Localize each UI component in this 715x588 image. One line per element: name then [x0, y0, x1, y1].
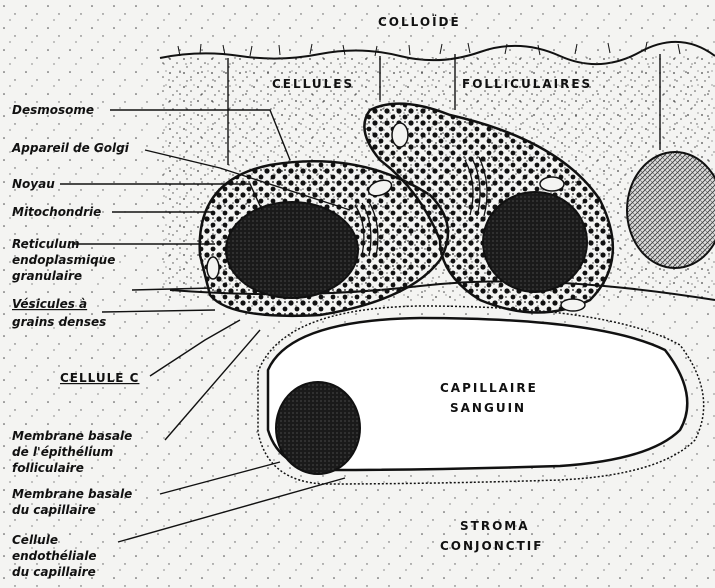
caption-follicular: FOLLICULAIRES [462, 77, 592, 91]
caption-connective: CONJONCTIF [440, 539, 543, 553]
label-vesicles: Vésicules à [12, 297, 87, 311]
label-epithelium-membrane-2: de l'épithélium [12, 445, 113, 459]
endothelial-nucleus [276, 382, 360, 474]
label-capillary-membrane: Membrane basale [12, 487, 132, 501]
label-endothelial-3: du capillaire [12, 565, 96, 579]
follicular-cell-nucleus [627, 152, 715, 268]
label-c-cell: CELLULE C [60, 371, 139, 385]
c-cell-nucleus-left [226, 202, 358, 298]
label-mitochondria: Mitochondrie [12, 205, 101, 219]
label-desmosome: Desmosome [12, 103, 94, 117]
caption-colloid: COLLOÏDE [378, 14, 461, 29]
label-capillary-membrane-2: du capillaire [12, 503, 96, 517]
label-endothelial: Cellule [12, 533, 58, 547]
caption-stroma: STROMA [460, 519, 530, 533]
label-reticulum-3: granulaire [12, 269, 82, 283]
caption-capillary: CAPILLAIRE [440, 381, 538, 395]
label-reticulum: Reticulum [12, 237, 79, 251]
label-endothelial-2: endothéliale [12, 549, 97, 563]
label-vesicles-2: grains denses [12, 315, 106, 329]
label-reticulum-2: endoplasmique [12, 253, 115, 267]
label-nucleus: Noyau [12, 177, 55, 191]
caption-blood: SANGUIN [450, 401, 526, 415]
label-golgi: Appareil de Golgi [11, 141, 130, 155]
label-epithelium-membrane-3: folliculaire [12, 461, 84, 475]
c-cell-nucleus-right [483, 192, 587, 292]
caption-cells: CELLULES [272, 77, 354, 91]
label-epithelium-membrane: Membrane basale [12, 429, 132, 443]
